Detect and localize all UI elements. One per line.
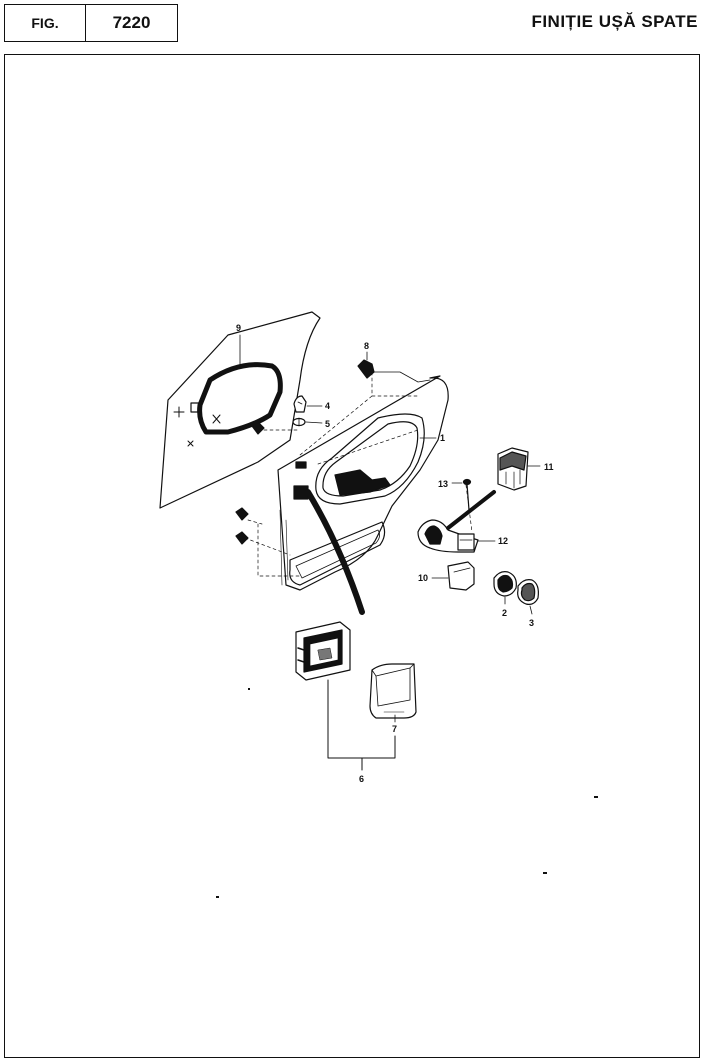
callout-12: 12 (498, 536, 508, 546)
callout-7: 7 (392, 724, 397, 734)
part-11-switch (497, 447, 541, 491)
scan-specks (216, 688, 598, 898)
callout-5: 5 (325, 419, 330, 429)
part-4-retainer (293, 395, 323, 413)
part-10-cover (431, 561, 475, 591)
callout-13: 13 (438, 479, 448, 489)
callout-11: 11 (544, 462, 554, 472)
armrest-strip (305, 489, 365, 615)
part-6-cup-housing (295, 621, 351, 681)
part-1-door-panel (277, 375, 449, 591)
callout-8: 8 (364, 341, 369, 351)
part-13-screw (451, 478, 472, 511)
drawing-frame (4, 54, 700, 1058)
part-12-handle (417, 490, 496, 553)
part-2-bezel (493, 571, 517, 605)
callout-10: 10 (418, 573, 428, 583)
part-7-pocket (369, 663, 417, 719)
callout-6: 6 (359, 774, 364, 784)
part-9-membrane (159, 311, 321, 509)
callout-3: 3 (529, 618, 534, 628)
fig-number: 7220 (85, 4, 178, 42)
push-clips (235, 421, 265, 545)
leader-lines (239, 334, 437, 723)
part-3-lever (517, 579, 539, 615)
callout-1: 1 (440, 433, 445, 443)
callout-4: 4 (325, 401, 330, 411)
page-title: FINIȚIE UȘĂ SPATE (531, 12, 698, 31)
callout-2: 2 (502, 608, 507, 618)
part-5-retainer (292, 417, 323, 427)
callout-9: 9 (236, 323, 241, 333)
part-8-clip (357, 351, 431, 383)
